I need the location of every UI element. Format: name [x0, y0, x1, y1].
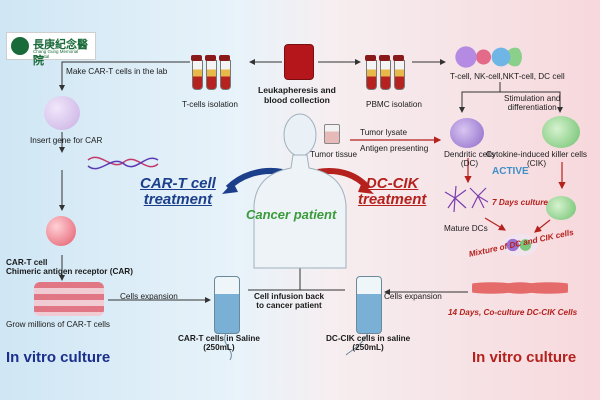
- hospital-logo: 長庚紀念醫院 Chang Gung Memorial Hospital: [6, 32, 96, 67]
- culture-flasks-icon: [34, 282, 104, 316]
- label-cell-infusion: Cell infusion back to cancer patient: [254, 292, 325, 311]
- mixed-immune-cells-icon: [452, 44, 522, 70]
- label-pbmc-isolation: PBMC isolation: [366, 100, 422, 109]
- label-active: ACTIVE: [492, 166, 529, 177]
- label-cik-cells: Cytokine-induced killer cells (CIK): [486, 150, 588, 169]
- label-7-days: 7 Days culture: [492, 198, 548, 207]
- tumor-tissue-icon: [324, 124, 340, 144]
- label-dccik-saline: DC-CIK cells in saline (250mL): [326, 334, 411, 353]
- label-mature-dcs: Mature DCs: [444, 224, 488, 233]
- label-antigen-presenting: Antigen presenting: [360, 144, 429, 153]
- pbmc-tube-3: [393, 55, 405, 90]
- label-make-cart: Make CAR-T cells in the lab: [66, 67, 168, 76]
- label-tcell-isolation: T-cells isolation: [182, 100, 238, 109]
- label-leukapheresis: Leukapheresis and blood collection: [258, 85, 336, 105]
- dc-cik-saline-bag: [356, 276, 382, 334]
- label-tumor-tissue: Tumor tissue: [310, 150, 358, 159]
- car-t-saline-bag: [214, 276, 240, 334]
- dc-cik-mixture-icon: [502, 234, 538, 256]
- t-cell-tube-2: [205, 55, 217, 90]
- pbmc-tube-1: [365, 55, 377, 90]
- heading-in-vitro-left: In vitro culture: [6, 349, 111, 366]
- pbmc-tube-2: [379, 55, 391, 90]
- label-cells-expansion-right: Cells expansion: [384, 292, 442, 301]
- blood-bag-icon: [284, 44, 314, 80]
- heading-dccik-treatment: DC-CIK treatment: [358, 175, 427, 208]
- label-cell-types: T-cell, NK-cell,NKT-cell, DC cell: [450, 72, 565, 81]
- logo-english-text: Chang Gung Memorial Hospital: [33, 49, 79, 59]
- label-dendritic-cells: Dendritic cells (DC): [444, 150, 495, 169]
- label-tumor-lysate: Tumor lysate: [360, 128, 408, 137]
- label-car-t-cell: CAR-T cell Chimeric antigen receptor (CA…: [6, 258, 133, 277]
- label-insert-gene: Insert gene for CAR: [30, 136, 103, 145]
- label-grow-millions: Grow millions of CAR-T cells: [6, 320, 111, 329]
- expanded-cik-icon: [546, 196, 576, 220]
- t-cell-tube-1: [191, 55, 203, 90]
- cik-cells-icon: [542, 116, 580, 148]
- label-cells-expansion-left: Cells expansion: [120, 292, 178, 301]
- heading-in-vitro-right: In vitro culture: [472, 349, 577, 366]
- t-cell-tube-3: [219, 55, 231, 90]
- logo-chinese-text: 長庚紀念醫院: [33, 38, 88, 67]
- car-t-cell-icon: [46, 216, 76, 246]
- heading-cart-treatment: CAR-T cell treatment: [140, 175, 216, 208]
- logo-emblem-icon: [11, 37, 29, 55]
- label-stimulation: Stimulation and differentiation: [504, 94, 561, 113]
- label-cart-saline: CAR-T cells in Saline (250mL): [178, 334, 260, 353]
- dendritic-cells-icon: [450, 118, 484, 148]
- label-14-days: 14 Days, Co-culture DC-CIK Cells: [448, 308, 578, 317]
- t-cells-cluster-icon: [44, 96, 80, 130]
- co-culture-dishes-icon: [472, 274, 568, 302]
- heading-cancer-patient: Cancer patient: [246, 207, 337, 222]
